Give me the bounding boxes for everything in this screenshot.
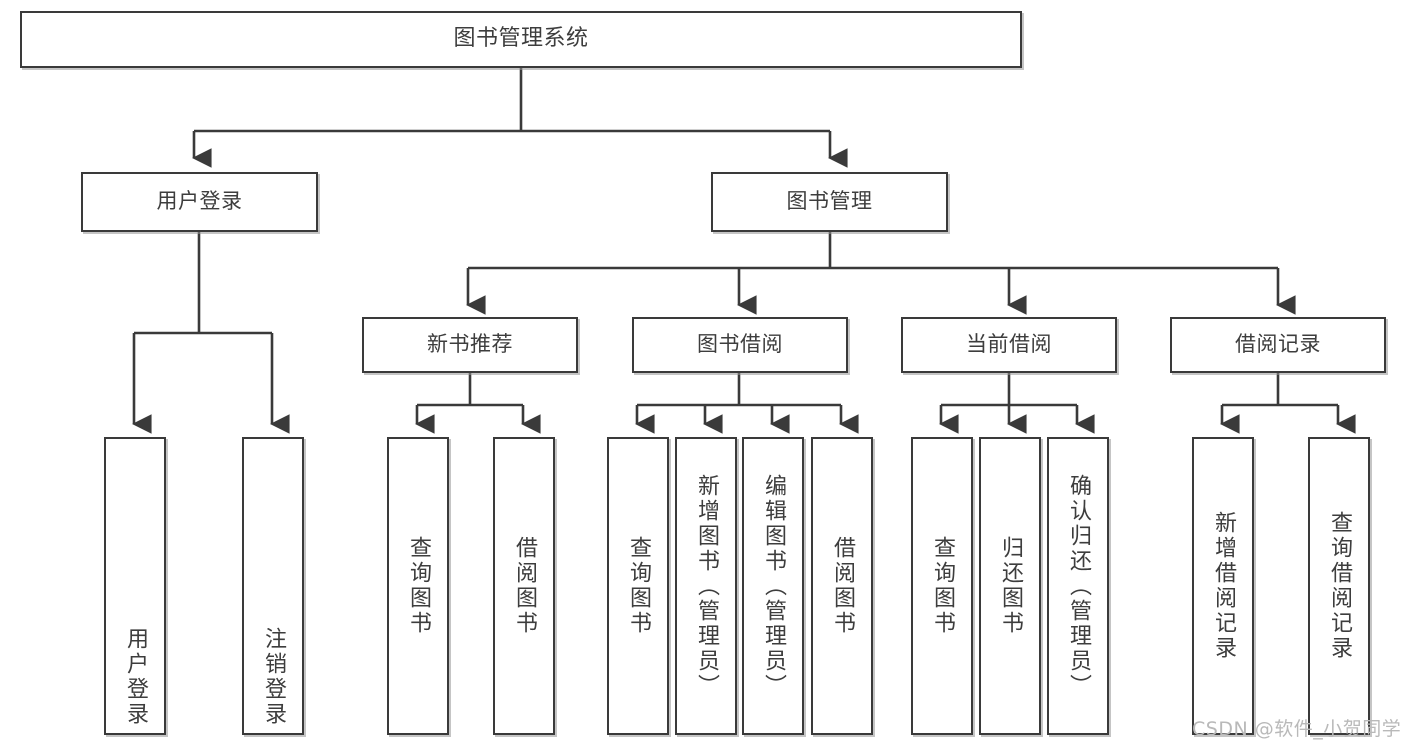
node-user-login[interactable]: 用户登录: [81, 172, 318, 232]
node-label: 借阅记录: [1235, 332, 1321, 357]
node-label: 新增借阅记录: [1211, 511, 1236, 661]
node-root-system[interactable]: 图书管理系统: [20, 11, 1022, 68]
node-label: 借阅图书: [512, 536, 537, 636]
leaf-query-book-recommend[interactable]: 查询图书: [387, 437, 449, 735]
leaf-return-book[interactable]: 归还图书: [979, 437, 1041, 735]
node-label: 编辑图书（管理员）: [761, 473, 786, 699]
node-borrow-record[interactable]: 借阅记录: [1170, 317, 1386, 373]
leaf-edit-book-admin[interactable]: 编辑图书（管理员）: [742, 437, 804, 735]
node-label: 新增图书（管理员）: [694, 473, 719, 699]
node-label: 归还图书: [998, 536, 1023, 636]
node-current-borrow[interactable]: 当前借阅: [901, 317, 1117, 373]
node-book-management[interactable]: 图书管理: [711, 172, 948, 232]
node-label: 图书管理系统: [453, 26, 589, 52]
node-label: 查询借阅记录: [1327, 511, 1352, 661]
node-label: 新书推荐: [427, 332, 513, 357]
node-label: 确认归还（管理员）: [1066, 473, 1091, 699]
leaf-logout-login[interactable]: 注销登录: [242, 437, 304, 735]
leaf-add-borrow-record[interactable]: 新增借阅记录: [1192, 437, 1254, 735]
node-label: 图书管理: [786, 189, 873, 214]
node-label: 当前借阅: [966, 332, 1052, 357]
csdn-watermark: CSDN @软件_小贺同学: [1192, 718, 1402, 740]
leaf-borrow-book-recommend[interactable]: 借阅图书: [493, 437, 555, 735]
node-label: 查询图书: [626, 536, 651, 636]
node-label: 查询图书: [406, 536, 431, 636]
leaf-borrow-book[interactable]: 借阅图书: [811, 437, 873, 735]
node-label: 图书借阅: [697, 332, 783, 357]
node-label: 用户登录: [156, 189, 243, 214]
node-label: 借阅图书: [830, 536, 855, 636]
node-label: 注销登录: [261, 627, 286, 727]
leaf-query-book-borrow[interactable]: 查询图书: [607, 437, 669, 735]
leaf-add-book-admin[interactable]: 新增图书（管理员）: [675, 437, 737, 735]
node-label: 用户登录: [123, 627, 148, 727]
leaf-user-login[interactable]: 用户登录: [104, 437, 166, 735]
leaf-query-borrow-record[interactable]: 查询借阅记录: [1308, 437, 1370, 735]
node-label: 查询图书: [930, 536, 955, 636]
node-book-borrow[interactable]: 图书借阅: [632, 317, 848, 373]
leaf-confirm-return-admin[interactable]: 确认归还（管理员）: [1047, 437, 1109, 735]
node-new-book-recommend[interactable]: 新书推荐: [362, 317, 578, 373]
leaf-query-book-current[interactable]: 查询图书: [911, 437, 973, 735]
